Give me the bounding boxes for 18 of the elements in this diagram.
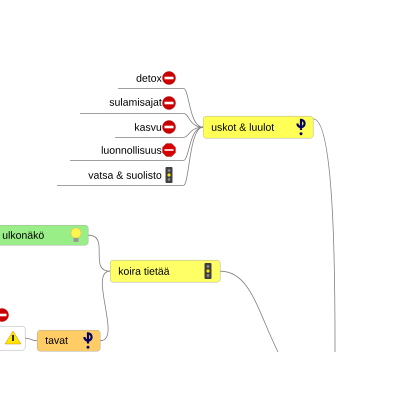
connector xyxy=(183,88,204,128)
topic-box: ulkonäkö xyxy=(0,225,88,246)
topic-label: luonnollisuus xyxy=(70,146,184,161)
topic-box: tavat xyxy=(37,330,100,352)
topic-label: vatsa & suolisto xyxy=(56,171,184,186)
topic-box: koira tietää xyxy=(110,260,220,282)
topic-label: detox xyxy=(118,74,184,89)
connector xyxy=(183,126,204,161)
connector xyxy=(25,338,38,342)
connector xyxy=(220,270,278,352)
connector xyxy=(183,126,204,186)
connector xyxy=(88,234,110,272)
connector xyxy=(100,270,110,342)
topic-label: sulamisajat xyxy=(80,98,184,114)
topic-label: kasvu xyxy=(114,123,184,138)
topic-box: uskot & luulot xyxy=(203,116,314,138)
connector xyxy=(183,126,204,138)
connector xyxy=(183,113,204,128)
